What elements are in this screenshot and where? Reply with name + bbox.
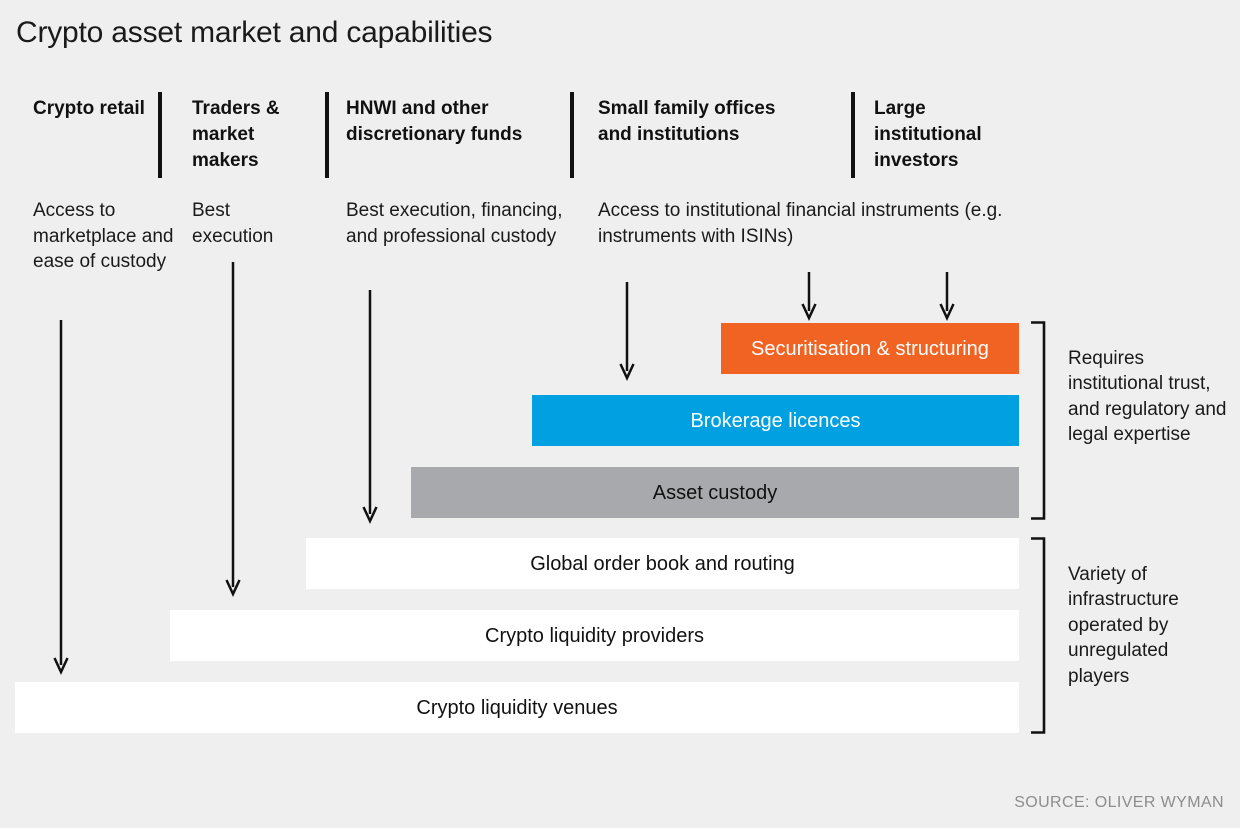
note-variety-of-infrastructure: Variety of infrastructure operated by un…	[1068, 564, 1179, 687]
page-title: Crypto asset market and capabilities	[16, 16, 493, 49]
capability-bar-label: Securitisation & structuring	[751, 337, 989, 360]
segment-description-small-family-offices: Access to institutional financial instru…	[598, 200, 1003, 247]
segment-description-crypto-retail: Access to marketplace and ease of custod…	[33, 200, 174, 273]
segment-header-hnwi-discretionary-funds: HNWI and other discretionary funds	[346, 98, 523, 146]
segment-description-traders-market-makers: Best execution	[192, 200, 274, 247]
down-arrow-hnwi-discretionary-funds	[361, 290, 379, 525]
segment-header-crypto-retail: Crypto retail	[33, 98, 145, 119]
segment-divider-1	[158, 92, 162, 178]
segment-header-traders-market-makers: Traders & market makers	[192, 98, 280, 172]
capability-bar-asset-custody[interactable]: Asset custody	[411, 467, 1019, 518]
down-arrow-crypto-retail	[52, 320, 70, 676]
down-arrow-traders-market-makers	[224, 262, 242, 598]
capability-bar-label: Brokerage licences	[690, 409, 861, 432]
segment-divider-2	[325, 92, 329, 178]
segment-header-large-institutional-investors: Large institutional investors	[874, 98, 982, 172]
capability-bar-global-order-book-and-routing[interactable]: Global order book and routing	[306, 538, 1019, 589]
capability-bar-brokerage-licences[interactable]: Brokerage licences	[532, 395, 1019, 446]
bracket-unregulated-layers	[1030, 537, 1048, 734]
capability-bar-label: Asset custody	[652, 481, 778, 504]
down-arrow-small-family-offices	[618, 282, 636, 382]
segment-description-hnwi-discretionary-funds: Best execution, financing, and professio…	[346, 200, 563, 247]
segment-divider-3	[570, 92, 574, 178]
segment-divider-4	[851, 92, 855, 178]
source-attribution: SOURCE: OLIVER WYMAN	[1014, 794, 1224, 811]
down-arrow-securitisation-from-large-institutional	[938, 272, 956, 322]
capability-bar-label: Global order book and routing	[530, 552, 795, 575]
capability-bar-securitisation-structuring[interactable]: Securitisation & structuring	[721, 323, 1019, 374]
bracket-institutional-layers	[1030, 321, 1048, 520]
capability-bar-crypto-liquidity-providers[interactable]: Crypto liquidity providers	[170, 610, 1019, 661]
segment-header-small-family-offices: Small family offices and institutions	[598, 98, 776, 146]
capability-bar-label: Crypto liquidity providers	[485, 624, 704, 647]
note-requires-institutional-trust: Requires institutional trust, and regula…	[1068, 348, 1227, 446]
capability-bar-label: Crypto liquidity venues	[416, 696, 618, 719]
capability-bar-crypto-liquidity-venues[interactable]: Crypto liquidity venues	[15, 682, 1019, 733]
down-arrow-securitisation-from-small-family-offices	[800, 272, 818, 322]
